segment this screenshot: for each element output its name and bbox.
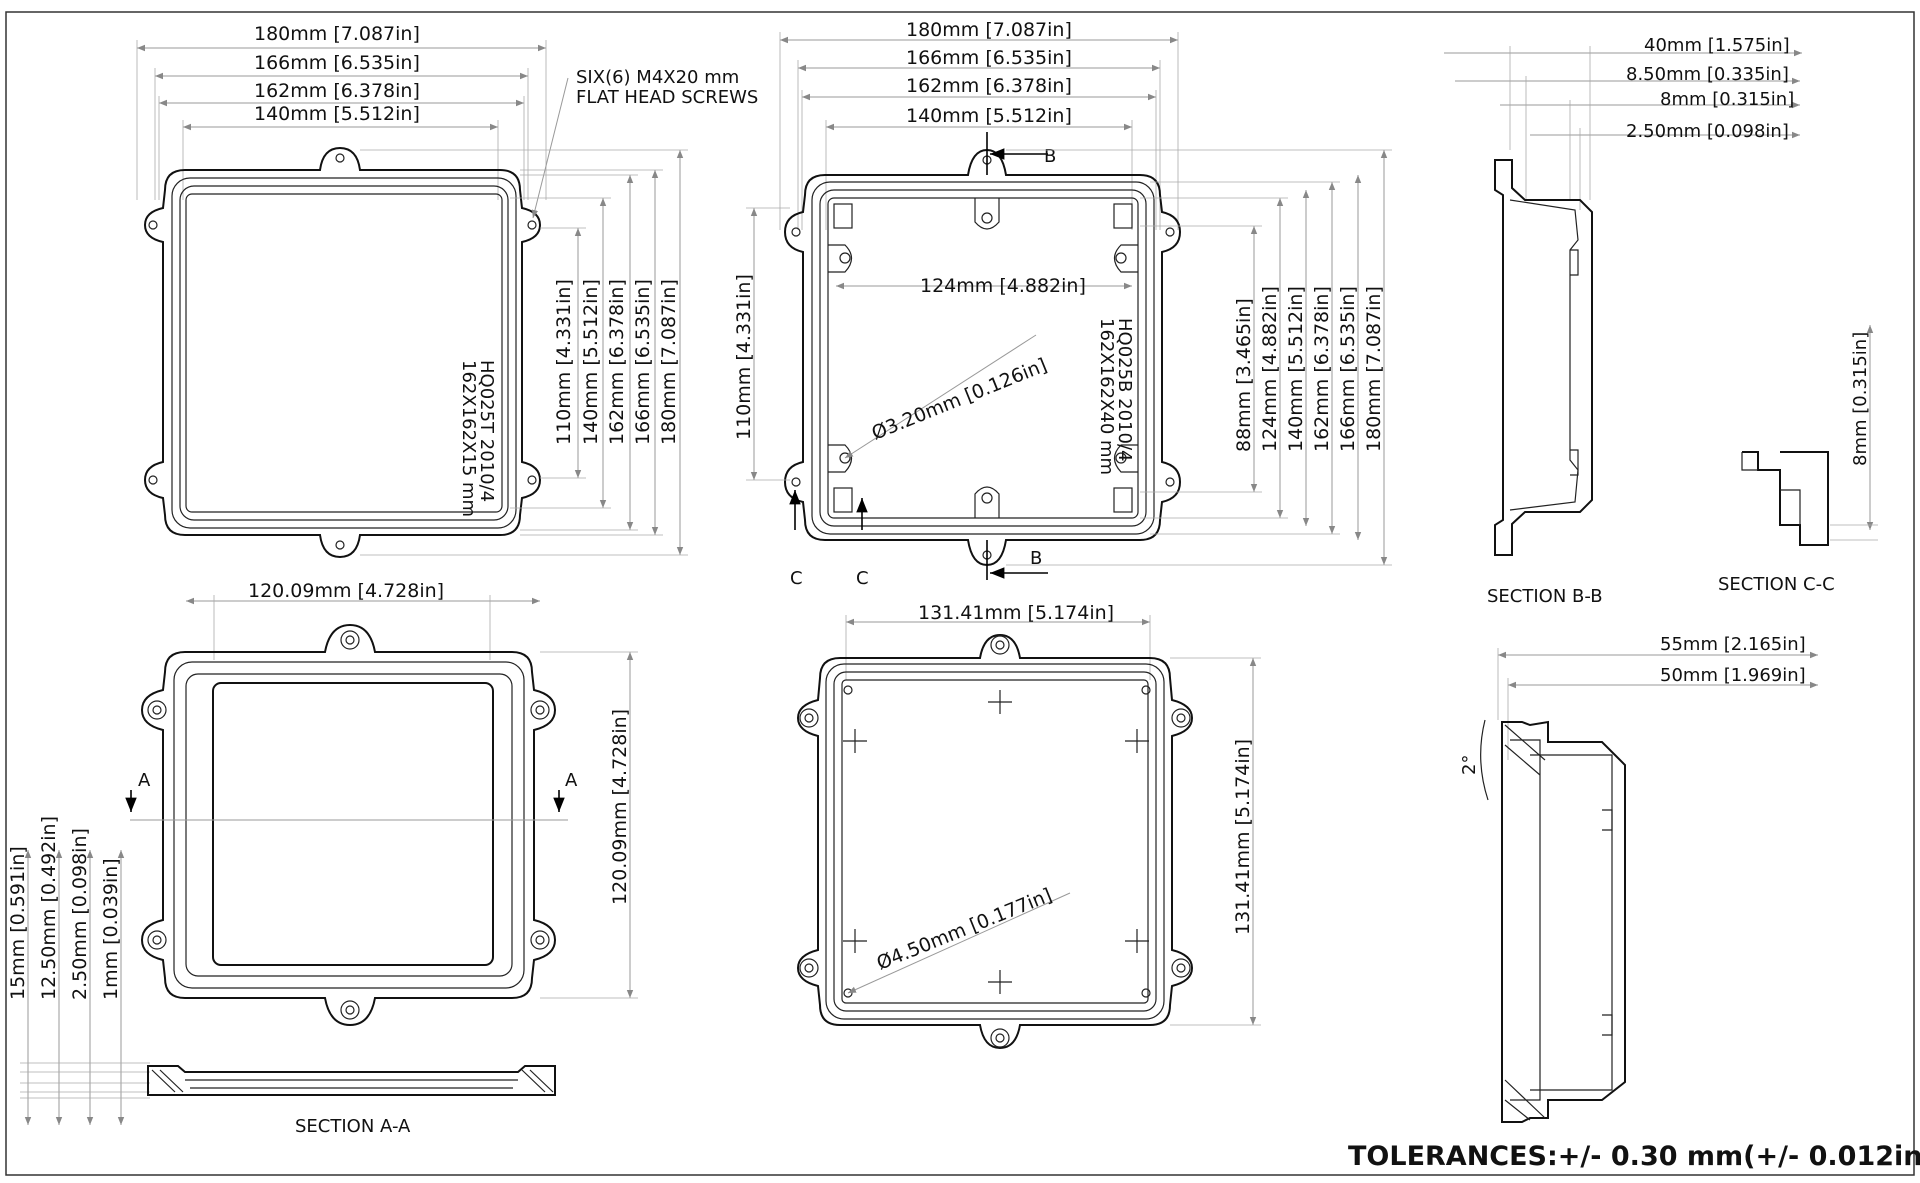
v2-dim-v-4: 162mm [6.378in] (1311, 286, 1333, 452)
aa-dim-3: 2.50mm [0.098in] (69, 828, 91, 1000)
v1-dim-v-1: 110mm [4.331in] (553, 279, 575, 445)
view-side-section: 55mm [2.165in] 50mm [1.969in] 2° (1459, 634, 1818, 1123)
v2-dim-v-6: 180mm [7.087in] (1363, 286, 1385, 452)
side-dim-2: 50mm [1.969in] (1660, 665, 1806, 686)
v3-dim-h: 120.09mm [4.728in] (248, 580, 444, 602)
v1-dim-h-2: 166mm [6.535in] (254, 52, 420, 74)
section-marker-b-bottom: B (1030, 548, 1042, 569)
v1-dim-v-4: 166mm [6.535in] (632, 279, 654, 445)
v4-dim-h: 131.41mm [5.174in] (918, 602, 1114, 624)
v1-part-label-1: HQ025T 2010/4 (476, 360, 497, 502)
v2-part-label-2: 162X162X40 mm (1096, 318, 1117, 475)
v2-dim-v-5: 166mm [6.535in] (1337, 286, 1359, 452)
v2-inner-dim: 124mm [4.882in] (920, 275, 1086, 297)
v3-dim-v: 120.09mm [4.728in] (609, 709, 631, 905)
section-aa-label: SECTION A-A (295, 1116, 411, 1137)
bb-dim-2: 8.50mm [0.335in] (1626, 64, 1789, 85)
v4-dim-v: 131.41mm [5.174in] (1232, 739, 1254, 935)
view-lid-underside: 120.09mm [4.728in] A A 120.09mm [4.728in… (125, 580, 638, 1027)
v2-dim-h-1: 180mm [7.087in] (906, 19, 1072, 41)
bb-dim-3: 8mm [0.315in] (1660, 89, 1794, 110)
side-angle: 2° (1459, 755, 1480, 775)
section-marker-a-right: A (565, 770, 578, 791)
tolerances-note: TOLERANCES:+/- 0.30 mm(+/- 0.012in) (1348, 1141, 1920, 1172)
bb-dim-4: 2.50mm [0.098in] (1626, 121, 1789, 142)
v1-dim-v-2: 140mm [5.512in] (580, 279, 602, 445)
section-c-c: 8mm [0.315in] SECTION C-C (1718, 325, 1878, 595)
view-base-top: 180mm [7.087in] 166mm [6.535in] 162mm [6… (733, 19, 1392, 589)
section-a-a: 15mm [0.591in] 12.50mm [0.492in] 2.50mm … (7, 816, 556, 1137)
sheet-border (5, 11, 1915, 1176)
screw-callout-line2: FLAT HEAD SCREWS (576, 87, 758, 108)
v2-dim-v-3: 140mm [5.512in] (1285, 286, 1307, 452)
section-marker-c-right: C (856, 568, 869, 589)
aa-dim-2: 12.50mm [0.492in] (38, 816, 60, 1000)
section-marker-b-top: B (1044, 146, 1056, 167)
v4-hole-dim: Ø4.50mm [0.177in] (874, 884, 1055, 974)
cc-dim: 8mm [0.315in] (1850, 332, 1871, 466)
bb-dim-1: 40mm [1.575in] (1644, 35, 1790, 56)
section-bb-label: SECTION B-B (1487, 586, 1603, 607)
v2-dim-v-1: 88mm [3.465in] (1233, 298, 1255, 452)
v1-dim-v-5: 180mm [7.087in] (658, 279, 680, 445)
v1-dim-h-3: 162mm [6.378in] (254, 80, 420, 102)
v2-hole-dim: Ø3.20mm [0.126in] (869, 354, 1050, 444)
section-marker-a-left: A (138, 770, 151, 791)
v2-dim-v-2: 124mm [4.882in] (1259, 286, 1281, 452)
aa-dim-1: 15mm [0.591in] (7, 846, 29, 1000)
v2-dim-h-3: 162mm [6.378in] (906, 75, 1072, 97)
v1-part-label-2: 162X162X15 mm (458, 360, 479, 517)
v1-dim-h-1: 180mm [7.087in] (254, 23, 420, 45)
side-dim-1: 55mm [2.165in] (1660, 634, 1806, 655)
v1-dim-h-4: 140mm [5.512in] (254, 103, 420, 125)
section-cc-label: SECTION C-C (1718, 574, 1835, 595)
v2-left-dim: 110mm [4.331in] (733, 274, 755, 440)
view-lid-top: 180mm [7.087in] 166mm [6.535in] 162mm [6… (136, 23, 758, 559)
screw-callout-line1: SIX(6) M4X20 mm (576, 67, 739, 88)
v1-dim-v-3: 162mm [6.378in] (606, 279, 628, 445)
section-b-b: 40mm [1.575in] 8.50mm [0.335in] 8mm [0.3… (1444, 35, 1802, 607)
v2-dim-h-4: 140mm [5.512in] (906, 105, 1072, 127)
v2-dim-h-2: 166mm [6.535in] (906, 47, 1072, 69)
v2-part-label-1: HQ025B 2010/4 (1114, 318, 1135, 461)
aa-dim-4: 1mm [0.039in] (100, 858, 122, 1000)
view-base-underside: 131.41mm [5.174in] Ø4.50mm [0.177in] 131… (796, 602, 1261, 1050)
section-marker-c-left: C (790, 568, 803, 589)
